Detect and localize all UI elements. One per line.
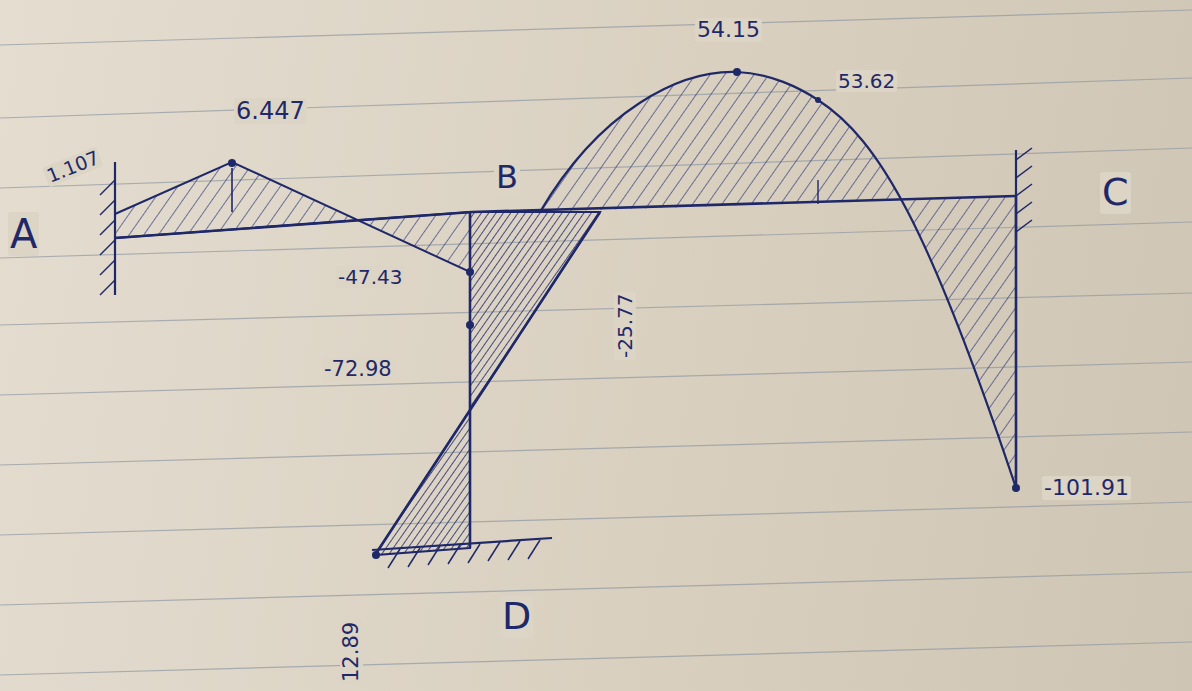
moment-value: 6.447	[234, 98, 307, 124]
moment-value: -47.43	[336, 266, 404, 288]
moment-value: -72.98	[322, 358, 394, 381]
moment-value: 12.89	[340, 620, 363, 684]
moment-value: 53.62	[836, 70, 897, 92]
support-letter: C	[1100, 172, 1131, 214]
ruled-lines	[0, 10, 1192, 675]
support-letter: D	[500, 596, 533, 638]
joint-letter: B	[494, 160, 520, 195]
moment-value: -25.77	[614, 292, 636, 360]
moment-value: -101.91	[1042, 476, 1131, 500]
moment-value: 54.15	[695, 18, 762, 42]
moment-value: 1.107	[42, 146, 104, 187]
support-letter: A	[8, 212, 39, 256]
